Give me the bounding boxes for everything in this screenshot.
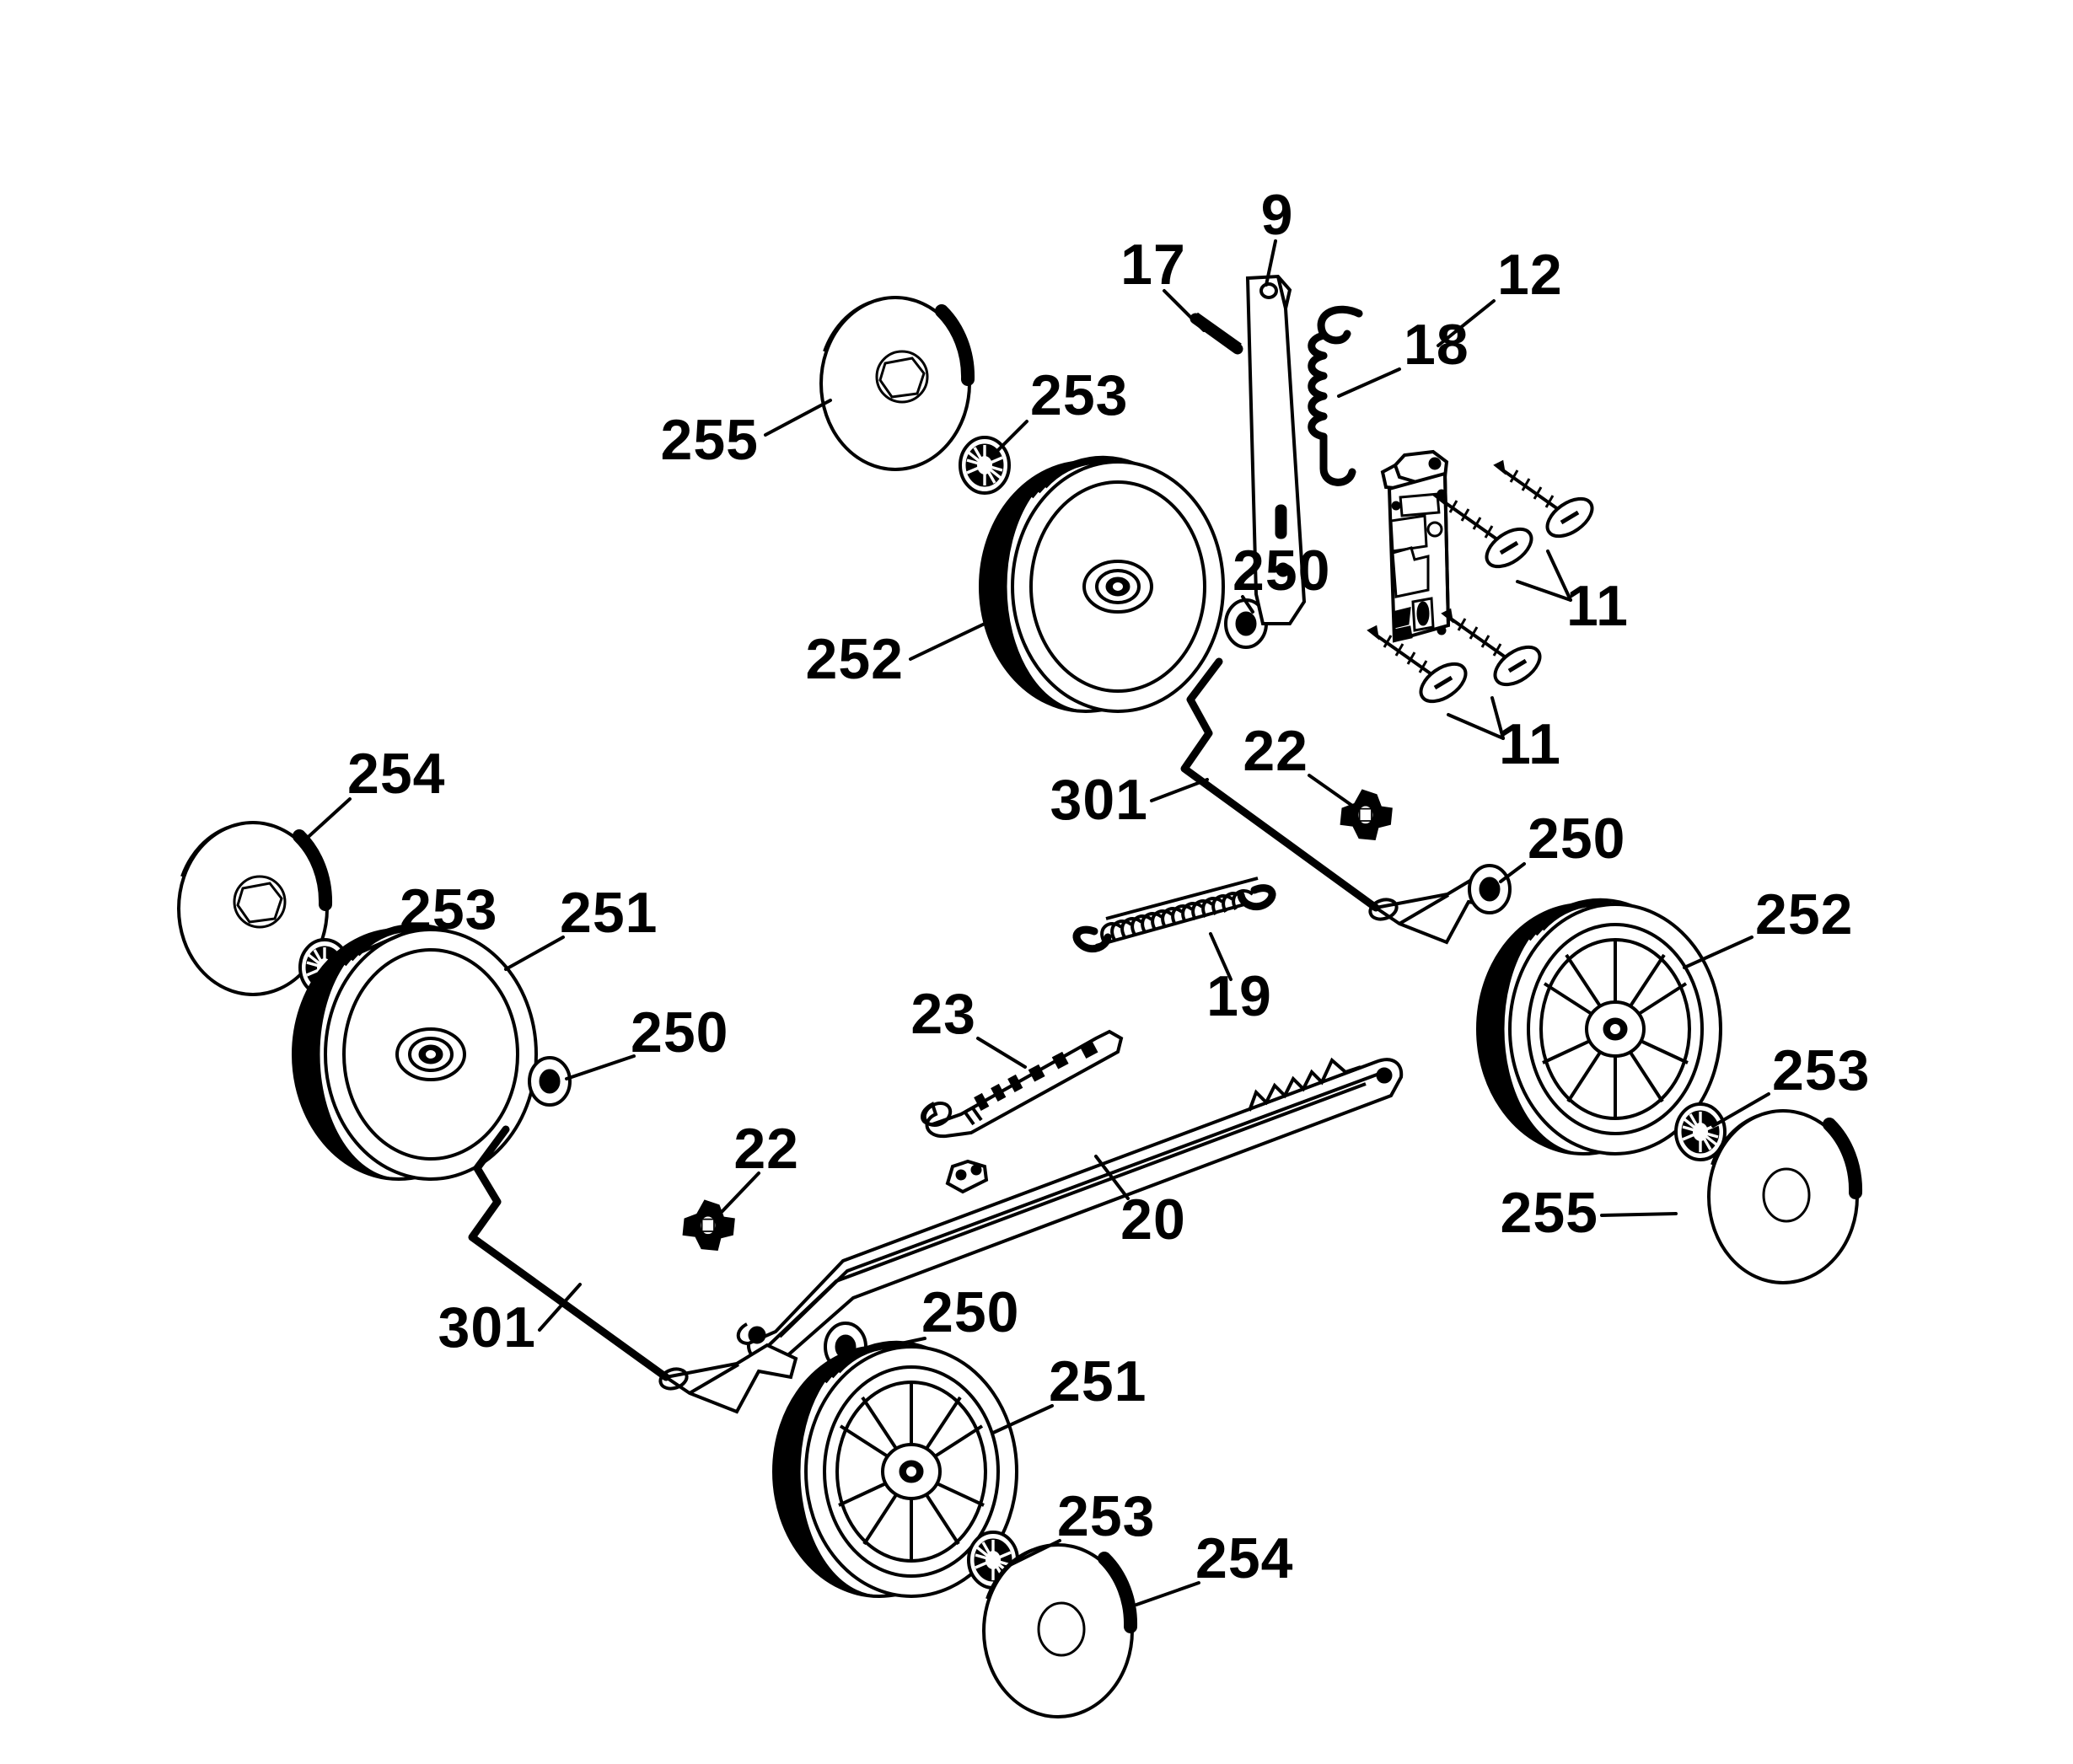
- part-250-flat-washer-right: [1468, 864, 1512, 914]
- callout-250-right: 250: [1528, 807, 1625, 871]
- callout-22-upper: 22: [1243, 719, 1308, 783]
- callout-23: 23: [910, 982, 976, 1046]
- part-23-notched-link: [921, 1029, 1124, 1139]
- callout-255-right: 255: [1501, 1181, 1598, 1245]
- callout-252-right: 252: [1755, 882, 1853, 946]
- callout-254-bottom: 254: [1195, 1526, 1293, 1590]
- callout-250-left: 250: [631, 1000, 728, 1064]
- callout-11-upper: 11: [1566, 574, 1629, 638]
- callout-253-top: 253: [1030, 363, 1128, 427]
- part-252-wheel-top: [979, 455, 1225, 713]
- callout-22-lower: 22: [733, 1117, 799, 1181]
- part-255-hub-cap-top: [821, 298, 969, 469]
- leader-lines: [300, 239, 1770, 1606]
- callout-250-bottom: 250: [921, 1280, 1019, 1344]
- callout-252-top: 252: [806, 627, 904, 691]
- callout-251-left: 251: [560, 881, 658, 945]
- part-9-lever-rod: [1245, 274, 1307, 625]
- callout-254-left: 254: [347, 742, 445, 806]
- part-19-extension-spring: [1072, 877, 1276, 953]
- part-12-bracket: [1380, 449, 1451, 643]
- callout-250-top: 250: [1233, 539, 1330, 603]
- callout-301-upper: 301: [1050, 768, 1148, 832]
- callout-255-top: 255: [661, 408, 759, 472]
- callout-20: 20: [1120, 1188, 1186, 1252]
- callout-253-bottom: 253: [1057, 1484, 1155, 1548]
- callout-253-right: 253: [1772, 1038, 1870, 1102]
- part-254-hub-cap-bottom: [984, 1545, 1132, 1717]
- callout-17: 17: [1120, 233, 1186, 297]
- callout-301-lower: 301: [438, 1295, 536, 1359]
- part-17-pin: [1190, 312, 1243, 355]
- part-250-flat-washer-left: [528, 1056, 572, 1107]
- callout-251-bottom: 251: [1049, 1349, 1147, 1413]
- part-255-hub-cap-right: [1709, 1111, 1857, 1283]
- callout-9: 9: [1261, 183, 1294, 247]
- callout-18: 18: [1404, 313, 1469, 377]
- part-20-height-adjust-lever: [736, 1057, 1404, 1366]
- callout-11-lower: 11: [1499, 712, 1561, 776]
- part-18-coil-spring-hook: [1308, 305, 1363, 486]
- callout-12: 12: [1497, 243, 1563, 307]
- callout-labels: 255 253 252 250 9 17 18 12 11 11 22 301 …: [347, 183, 1870, 1590]
- callout-253-left: 253: [400, 877, 497, 941]
- part-301-axle-rod-lower: [468, 1125, 798, 1414]
- callout-19: 19: [1206, 964, 1272, 1028]
